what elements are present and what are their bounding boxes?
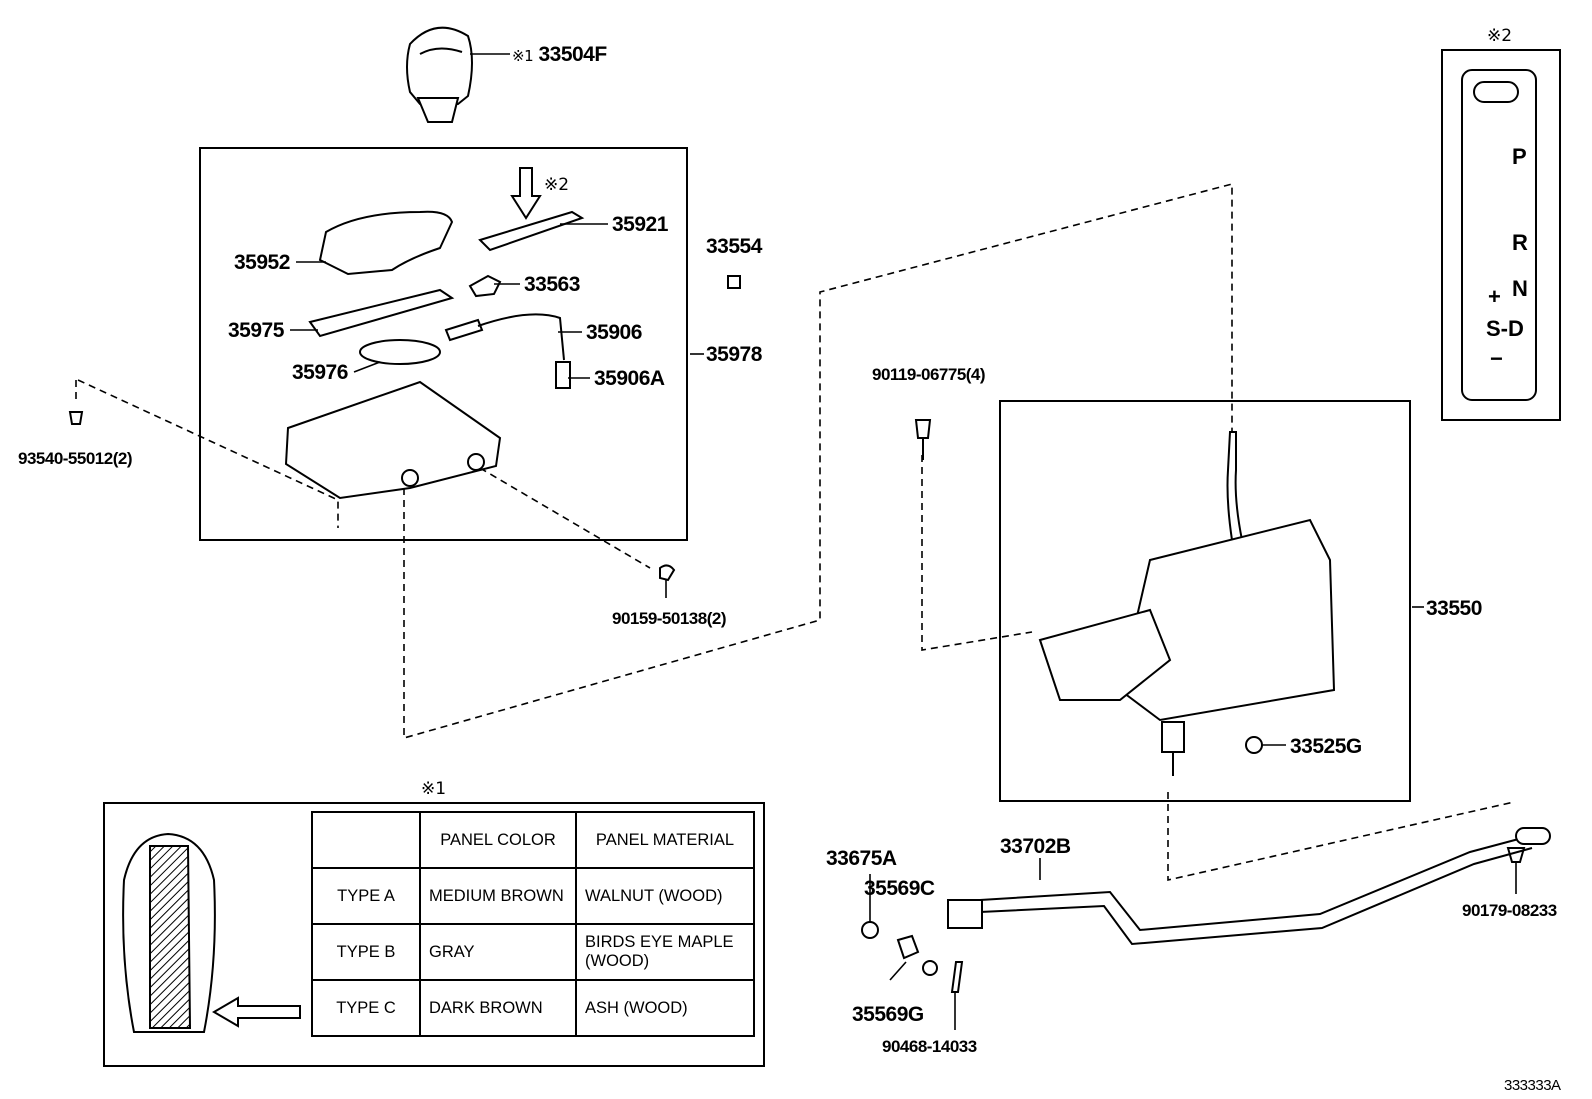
part-35921-drawing <box>478 210 585 252</box>
part-label-90468: 90468-14033 <box>882 1037 977 1056</box>
part-label-33702B: 33702B <box>1000 835 1071 858</box>
console-parts-drawings <box>284 167 741 500</box>
note1-marker: ※1 <box>421 779 447 799</box>
shifter-assembly-drawing <box>1038 431 1336 776</box>
part-label-33563: 33563 <box>524 273 580 296</box>
install-direction-arrow <box>510 167 542 220</box>
part-33563-drawing <box>468 274 502 298</box>
part-label-35906A: 35906A <box>594 367 665 390</box>
part-label-35975: 35975 <box>228 319 284 342</box>
part-label-35569C: 35569C <box>864 877 935 900</box>
table-cell: DARK BROWN <box>419 979 577 1037</box>
gate-minus: − <box>1490 346 1503 371</box>
part-label-35921: 35921 <box>612 213 668 236</box>
console-base-drawing <box>284 380 502 500</box>
shifter-assembly-box <box>999 400 1411 802</box>
part-35906-plate <box>444 318 484 342</box>
part-35952-drawing <box>318 210 454 276</box>
table-cell: WALNUT (WOOD) <box>575 867 755 925</box>
gate-letter-r: R <box>1512 230 1528 255</box>
gate-release-button <box>1473 81 1519 103</box>
table-cell: TYPE B <box>311 923 421 981</box>
part-label-90179: 90179-08233 <box>1462 901 1557 920</box>
gate-letter-p: P <box>1512 144 1527 169</box>
dashed-assembly-lines <box>75 182 1515 882</box>
part-label-35569G: 35569G <box>852 1003 924 1026</box>
part-label-93540: 93540-55012(2) <box>18 449 132 468</box>
gate-plate-drawing <box>1461 69 1537 401</box>
part-label-33550: 33550 <box>1426 597 1482 620</box>
part-number-33504F: 33504F <box>538 43 607 66</box>
part-35906-harness <box>477 313 565 361</box>
gate-indicator-box <box>1441 49 1561 421</box>
table-cell: GRAY <box>419 923 577 981</box>
part-label-90159: 90159-50138(2) <box>612 609 726 628</box>
part-label-35906: 35906 <box>586 321 642 344</box>
table-header-cell <box>311 811 421 869</box>
shift-cable-drawing <box>947 827 1551 946</box>
gate-letter-sd: S-D <box>1486 316 1524 341</box>
table-cell: ASH (WOOD) <box>575 979 755 1037</box>
table-cell: TYPE A <box>311 867 421 925</box>
table-cell: MEDIUM BROWN <box>419 867 577 925</box>
gate-letter-n: N <box>1512 276 1528 301</box>
table-cell: TYPE C <box>311 979 421 1037</box>
knob-panel-arrow <box>212 996 301 1028</box>
console-subassembly-box <box>199 147 688 541</box>
panel-type-table: PANEL COLOR PANEL MATERIAL TYPE A MEDIUM… <box>311 811 755 1037</box>
table-row: TYPE B GRAY BIRDS EYE MAPLE (WOOD) <box>311 923 755 981</box>
part-label-90119: 90119-06775(4) <box>872 365 986 384</box>
knob-panel-drawing <box>122 832 216 1033</box>
part-label-35978: 35978 <box>706 343 762 366</box>
cable-fasteners <box>861 921 964 993</box>
knob-note1-marker: ※1 <box>512 47 534 65</box>
part-33554-drawing <box>727 275 741 289</box>
part-35906A-connector <box>555 361 571 389</box>
gear-knob-drawing <box>406 26 473 123</box>
part-label-35952: 35952 <box>234 251 290 274</box>
diagram-code: 333333A <box>1504 1077 1561 1094</box>
type-variant-box <box>103 802 765 1067</box>
table-header-row: PANEL COLOR PANEL MATERIAL <box>311 811 755 869</box>
fastener-drawings <box>68 411 1526 863</box>
table-row: TYPE A MEDIUM BROWN WALNUT (WOOD) <box>311 867 755 925</box>
table-cell: BIRDS EYE MAPLE (WOOD) <box>575 923 755 981</box>
leader-lines <box>290 53 1517 1030</box>
part-35976-drawing <box>359 339 441 365</box>
table-header-cell: PANEL COLOR <box>419 811 577 869</box>
install-note2-marker: ※2 <box>544 175 570 195</box>
table-row: TYPE C DARK BROWN ASH (WOOD) <box>311 979 755 1037</box>
part-label-33525G: 33525G <box>1290 735 1362 758</box>
part-label-knob: ※1 33504F <box>512 44 607 65</box>
part-35975-drawing <box>308 288 455 338</box>
part-label-33554: 33554 <box>706 235 762 258</box>
part-label-33675A: 33675A <box>826 847 897 870</box>
part-label-35976: 35976 <box>292 361 348 384</box>
gate-plus: + <box>1488 284 1501 309</box>
note2-marker: ※2 <box>1487 26 1513 46</box>
table-header-cell: PANEL MATERIAL <box>575 811 755 869</box>
